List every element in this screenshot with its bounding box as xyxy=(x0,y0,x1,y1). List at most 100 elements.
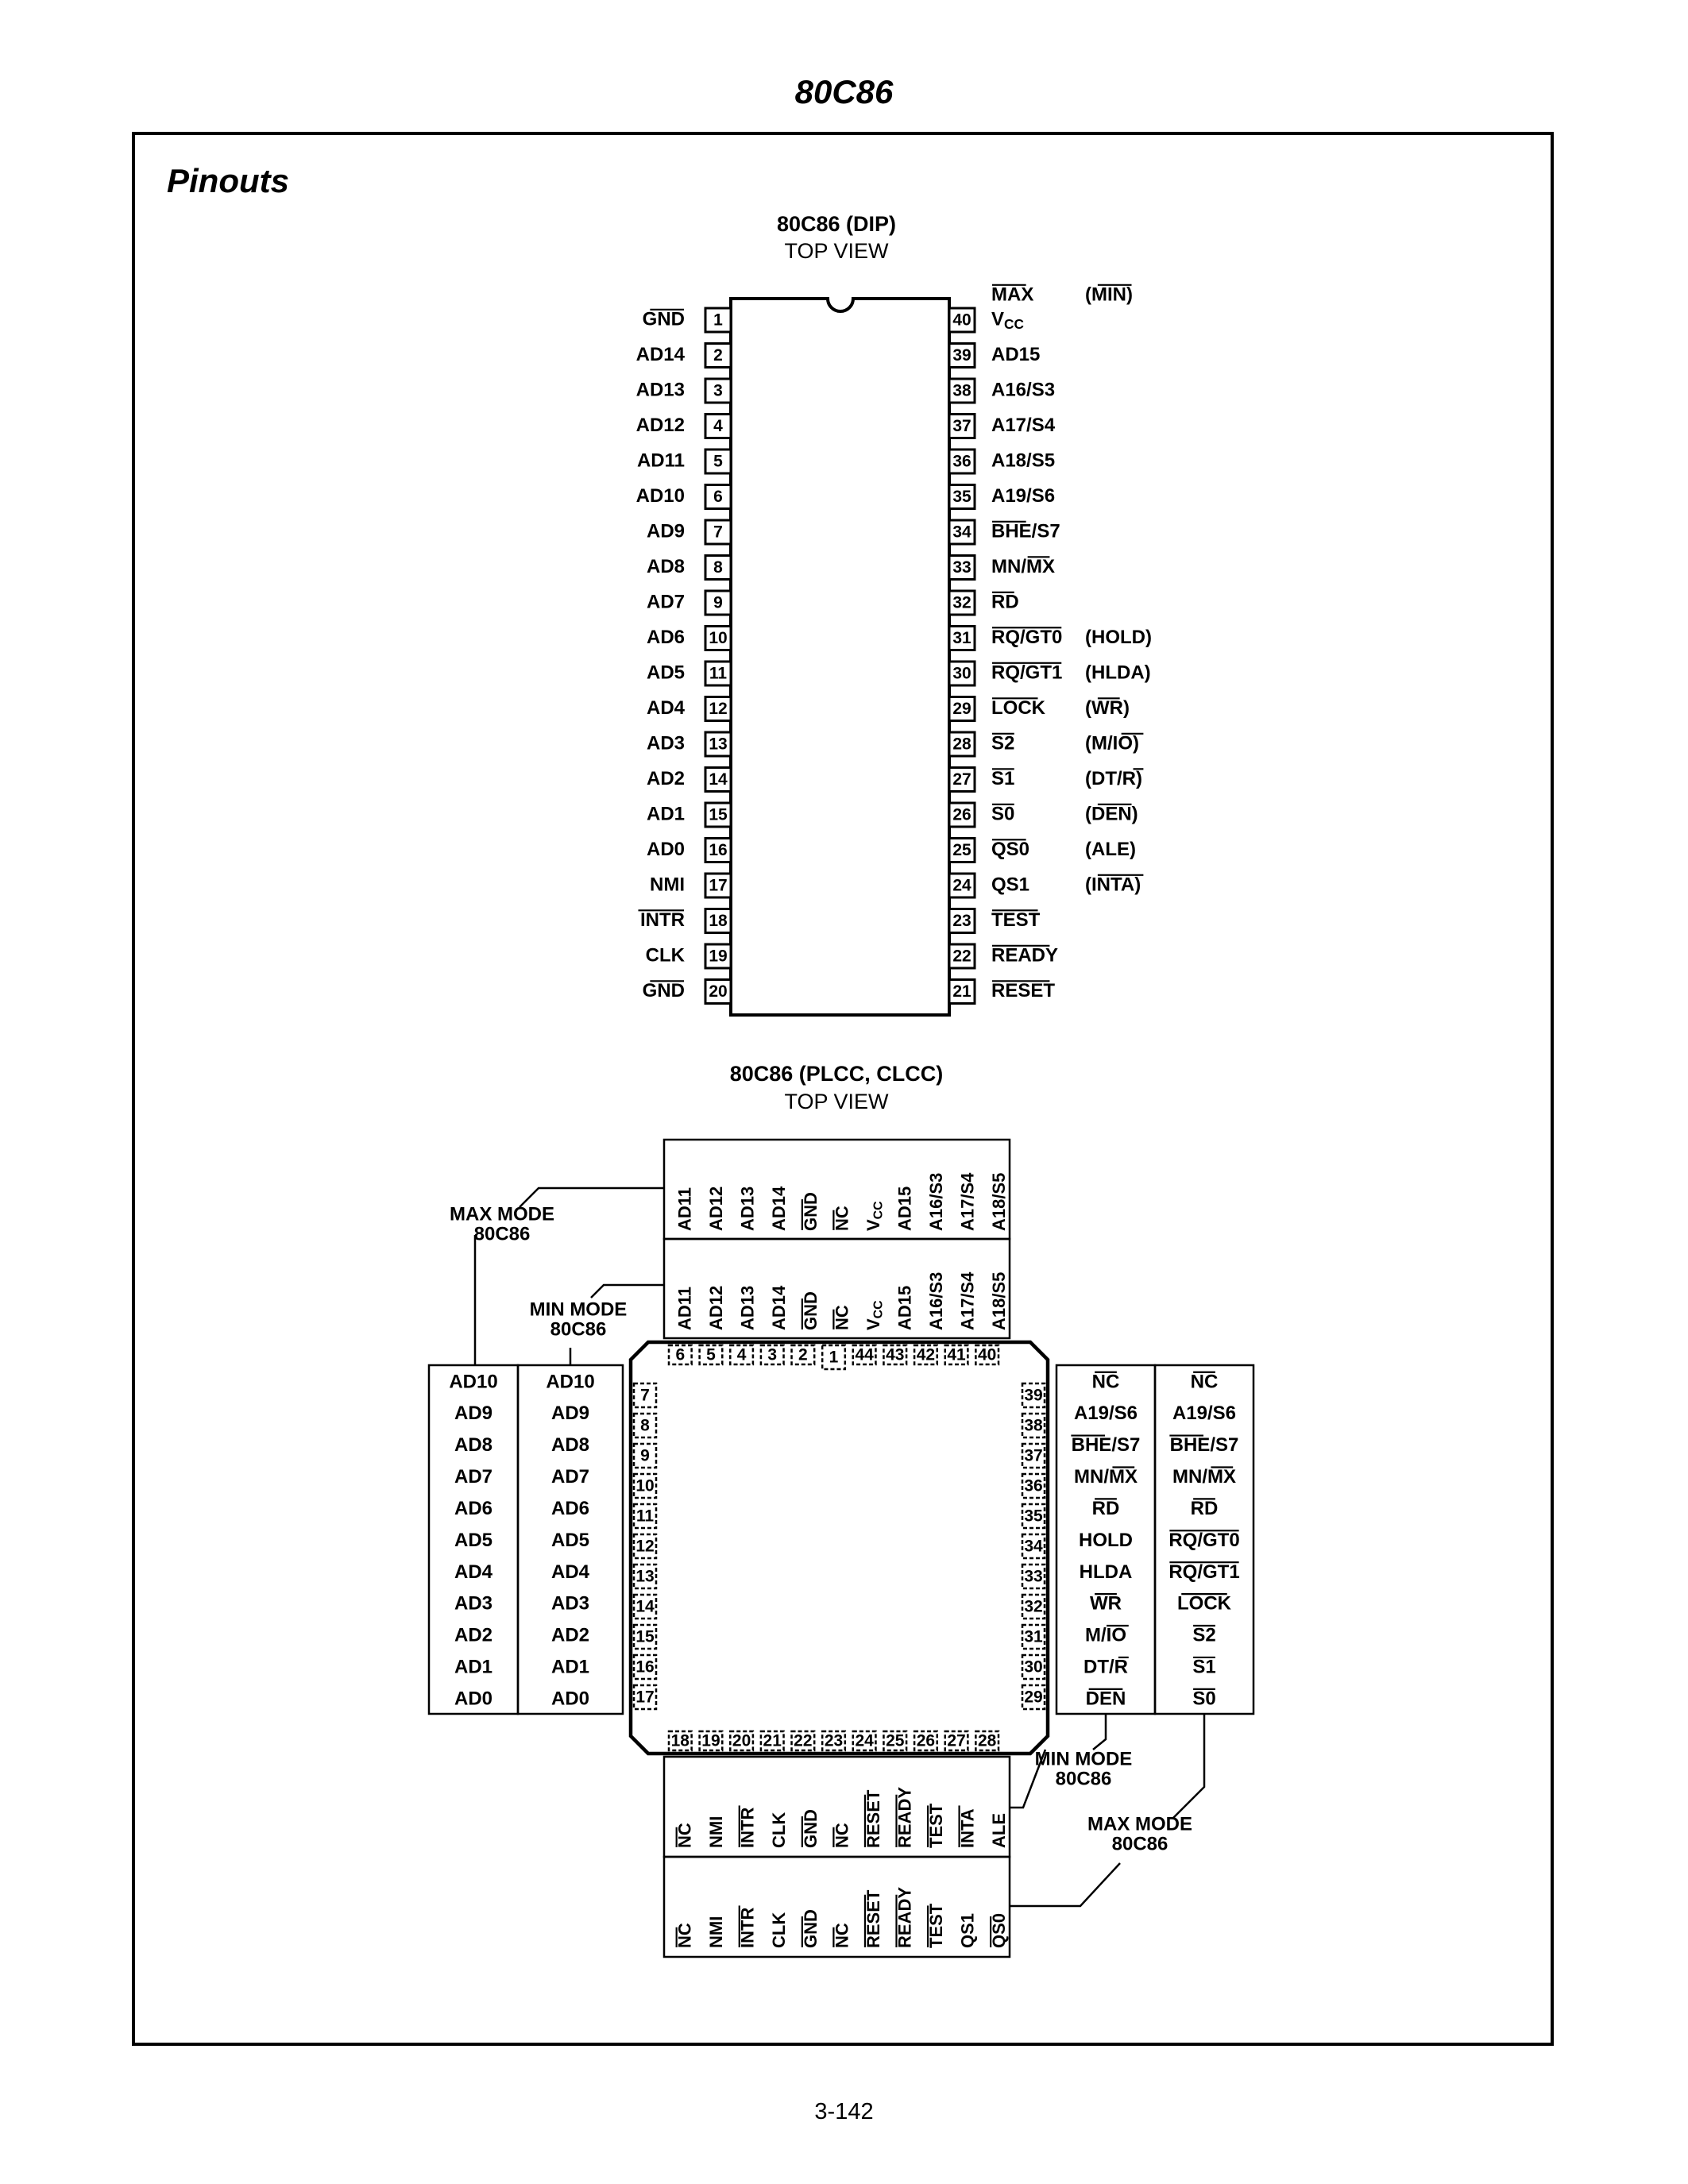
callout-min-mode-top-line: MIN MODE xyxy=(530,1298,628,1320)
svg-text:AD8: AD8 xyxy=(647,556,685,577)
right-min-label: HLDA xyxy=(1080,1561,1133,1583)
bottom-min-label: CLK xyxy=(769,1812,789,1848)
pin-label: AD11 xyxy=(637,450,685,471)
pin-number: 12 xyxy=(709,700,727,718)
bottom-pin: 18 xyxy=(667,1730,693,1752)
svg-text:AD9: AD9 xyxy=(647,520,685,542)
top-max-label-text: AD12 xyxy=(706,1187,726,1231)
svg-text:AD10: AD10 xyxy=(449,1371,497,1392)
pin-pad xyxy=(632,1653,658,1680)
svg-text:BHE/S7: BHE/S7 xyxy=(1170,1434,1239,1456)
svg-text:AD7: AD7 xyxy=(647,591,685,612)
left-min-label: AD0 xyxy=(551,1688,589,1709)
right-pin: 38 xyxy=(1021,1412,1046,1439)
pin-number: 19 xyxy=(709,947,727,966)
bottom-pin: 27 xyxy=(944,1730,969,1752)
svg-text:(DT/R): (DT/R) xyxy=(1085,768,1142,789)
pin-min-mode-label: (ALE) xyxy=(1085,839,1136,860)
dip-package-diagram: 80C86 (DIP)TOP VIEWMAX(MIN)1GND2AD143AD1… xyxy=(636,212,1152,1017)
bottom-pin: 19 xyxy=(698,1730,724,1752)
pin-box xyxy=(948,943,976,970)
svg-text:NC: NC xyxy=(832,1305,852,1330)
pin-number: 25 xyxy=(886,1732,905,1750)
pin-number: 11 xyxy=(709,665,728,683)
pin-box xyxy=(948,978,976,1005)
callout-max-mode-top-line: MAX MODE xyxy=(450,1203,554,1225)
right-pin: 30 xyxy=(1021,1653,1046,1680)
bottom-max-label: READY xyxy=(894,1887,914,1948)
top-min-label-text: A18/S5 xyxy=(989,1272,1009,1330)
pin-number: 41 xyxy=(947,1346,966,1364)
callout-min-mode-bottom-line: 80C86 xyxy=(1056,1768,1112,1789)
left-min-label: AD6 xyxy=(551,1498,589,1519)
dip-subtitle: TOP VIEW xyxy=(784,239,889,263)
bottom-min-label: INTA xyxy=(957,1805,977,1848)
bottom-min-label: NC xyxy=(675,1823,695,1848)
pin-number: 23 xyxy=(952,912,971,930)
bottom-min-label: ALE xyxy=(989,1813,1009,1848)
section-title: Pinouts xyxy=(167,162,289,199)
svg-text:A16/S3: A16/S3 xyxy=(926,1173,946,1231)
bottom-max-label-text: INTR xyxy=(738,1905,758,1948)
bottom-max-label: QS0 xyxy=(989,1913,1009,1948)
svg-text:READY: READY xyxy=(991,944,1058,966)
svg-text:NC: NC xyxy=(1191,1371,1219,1392)
top-max-label-text: AD13 xyxy=(738,1187,758,1231)
bottom-min-label-text: NC xyxy=(832,1823,852,1848)
top-min-label-text: NC xyxy=(832,1305,852,1330)
pin-number: 29 xyxy=(1024,1688,1042,1707)
bottom-max-label-text: RESET xyxy=(863,1889,883,1948)
svg-text:AD4: AD4 xyxy=(454,1561,493,1583)
pin-number: 44 xyxy=(855,1346,874,1364)
pin-label: RESET xyxy=(991,980,1055,1001)
svg-text:QS0: QS0 xyxy=(989,1913,1009,1948)
pin-pad xyxy=(632,1442,658,1469)
top-max-label: A16/S3 xyxy=(926,1173,946,1231)
pin-label: NMI xyxy=(650,874,685,895)
pin-box xyxy=(948,696,976,722)
svg-text:ALE: ALE xyxy=(989,1813,1009,1848)
left-pin: 17 xyxy=(632,1684,658,1711)
svg-text:A16/S3: A16/S3 xyxy=(991,379,1055,400)
pin-label: AD9 xyxy=(647,520,685,542)
left-pin: 15 xyxy=(632,1623,658,1650)
svg-text:AD14: AD14 xyxy=(636,344,686,365)
bottom-pin: 21 xyxy=(759,1730,785,1752)
pin-box xyxy=(704,731,732,758)
pin-number: 15 xyxy=(635,1628,655,1646)
top-min-label-text: AD12 xyxy=(706,1286,726,1330)
pin-label: TEST xyxy=(991,909,1041,931)
bottom-pin: 25 xyxy=(883,1730,908,1752)
pin-box xyxy=(704,589,732,616)
pin-pad xyxy=(632,1472,658,1499)
svg-text:(HOLD): (HOLD) xyxy=(1085,627,1152,648)
pin-label: AD4 xyxy=(647,697,686,719)
top-max-label-text: VCC xyxy=(863,1201,886,1231)
svg-text:NC: NC xyxy=(832,1206,852,1231)
top-min-label: AD12 xyxy=(706,1286,726,1330)
top-min-label-text: GND xyxy=(801,1291,821,1330)
svg-text:RQ/GT1: RQ/GT1 xyxy=(991,662,1062,683)
right-max-label: S1 xyxy=(1192,1656,1215,1677)
pin-number: 14 xyxy=(635,1598,655,1616)
left-pin: 8 xyxy=(632,1412,658,1439)
pin-label: AD12 xyxy=(636,415,685,436)
bottom-min-label: RESET xyxy=(863,1789,883,1848)
pin-number: 17 xyxy=(709,877,727,895)
pin-label: S0 xyxy=(991,803,1014,824)
svg-text:BHE/S7: BHE/S7 xyxy=(1072,1434,1141,1456)
svg-text:AD6: AD6 xyxy=(551,1498,589,1519)
right-max-label: NC xyxy=(1191,1371,1219,1392)
pin-box xyxy=(704,943,732,970)
bottom-pin: 24 xyxy=(852,1730,877,1752)
svg-text:INTR: INTR xyxy=(640,909,685,931)
top-max-label: A17/S4 xyxy=(957,1172,977,1231)
